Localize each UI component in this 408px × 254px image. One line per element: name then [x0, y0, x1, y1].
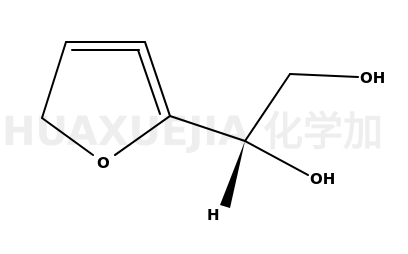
furan-ring	[41, 41, 171, 156]
atom-label-hydroxyl-top: OH	[360, 69, 385, 87]
bond-c2-c3-inner	[137, 49, 161, 115]
wedge-bond-h	[220, 141, 245, 208]
side-chain	[169, 73, 359, 208]
watermark: HUAXUEJIA 化学加	[2, 109, 383, 155]
bond-c2-chiral	[169, 115, 246, 142]
atom-label-hydrogen: H	[207, 206, 220, 224]
bond-chiral-oh	[244, 140, 309, 176]
bond-c5-o	[41, 117, 94, 156]
atom-label-hydroxyl-mid: OH	[310, 170, 335, 188]
bond-ch2-oh	[289, 73, 359, 78]
atom-label-ring-oxygen: O	[97, 154, 110, 172]
bond-chiral-ch2	[244, 73, 291, 142]
bond-c2-c3	[144, 41, 171, 117]
bond-o-c2	[114, 115, 171, 156]
bond-c4-c5	[41, 41, 67, 119]
